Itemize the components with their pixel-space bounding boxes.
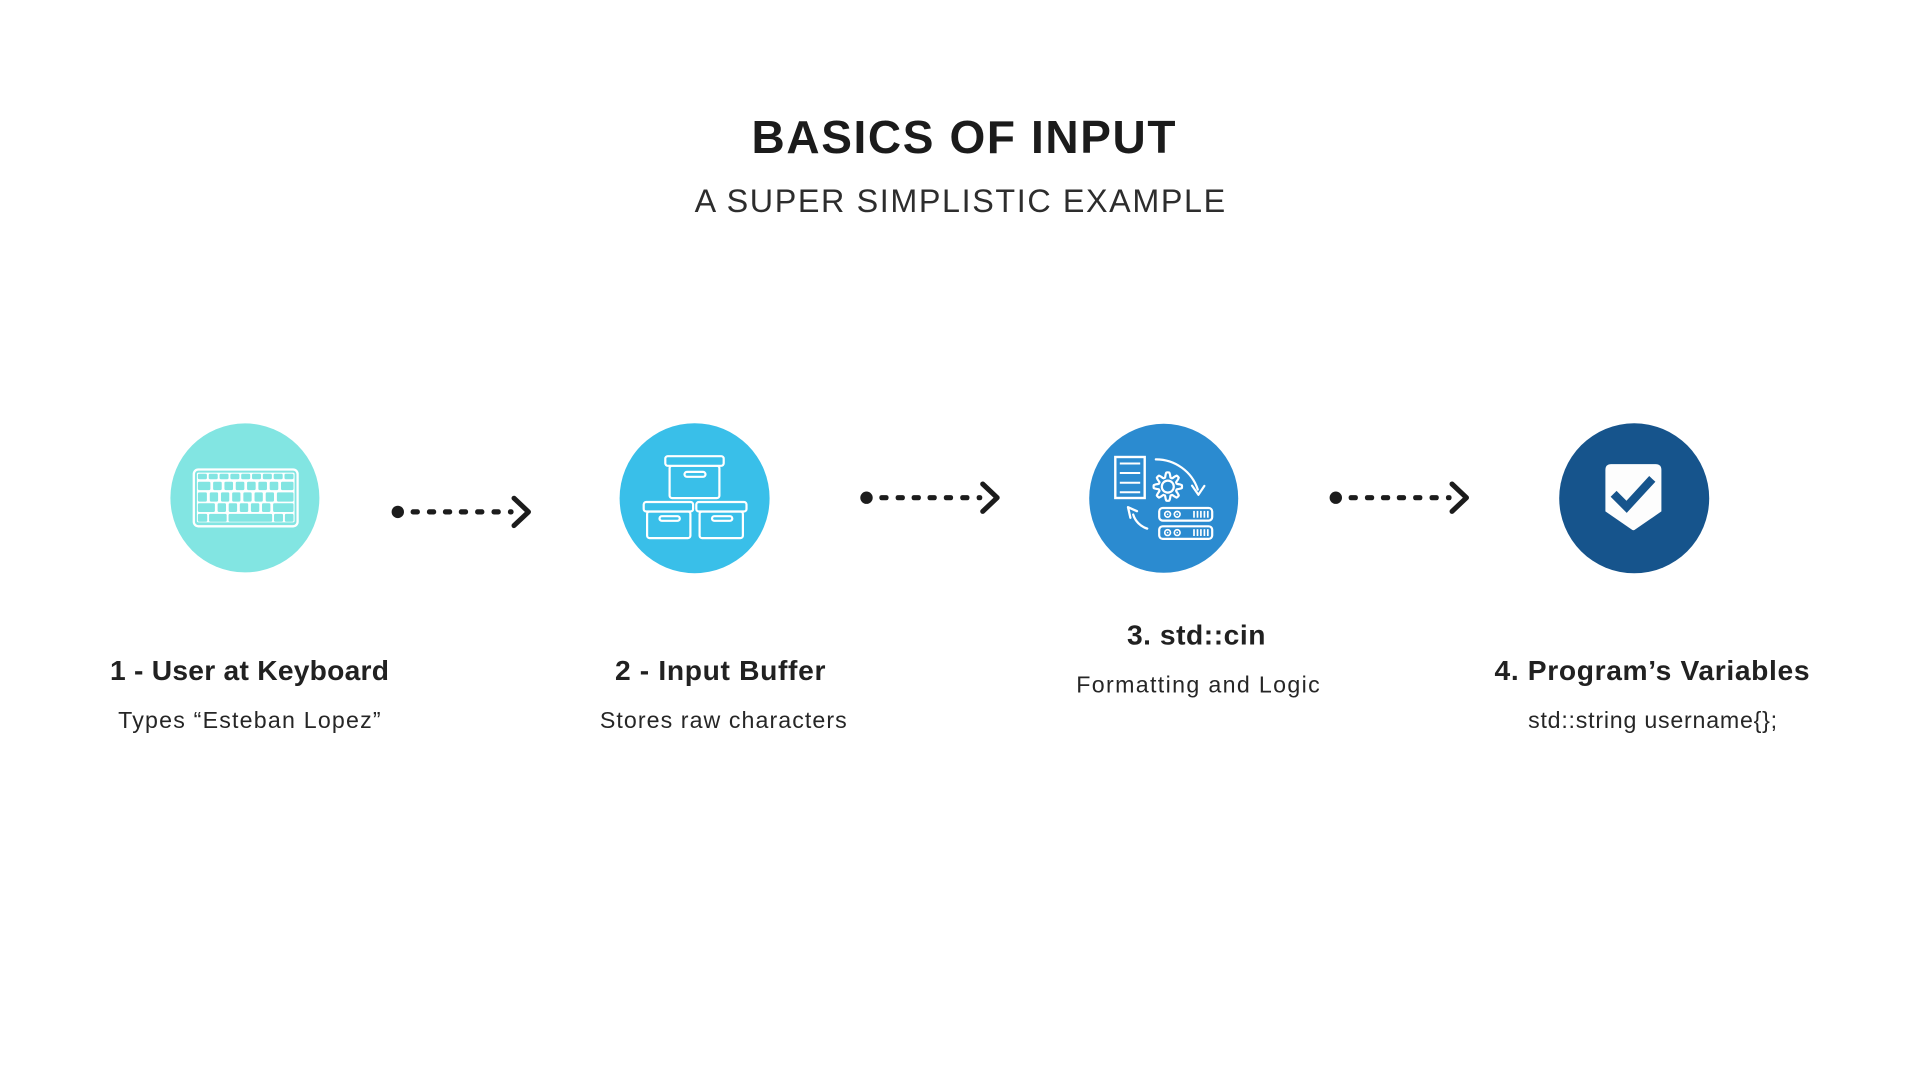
svg-text:4. Program’s Variables: 4. Program’s Variables	[1495, 654, 1810, 686]
svg-text:std::string username{};: std::string username{};	[1528, 707, 1777, 733]
svg-text:BASICS OF INPUT: BASICS OF INPUT	[752, 111, 1176, 163]
svg-text:1 - User at Keyboard: 1 - User at Keyboard	[110, 654, 389, 686]
svg-text:Types “Esteban Lopez”: Types “Esteban Lopez”	[118, 707, 381, 733]
svg-text:Formatting and Logic: Formatting and Logic	[1076, 671, 1320, 697]
svg-text:3. std::cin: 3. std::cin	[1127, 619, 1266, 651]
svg-text:Stores raw characters: Stores raw characters	[600, 707, 847, 733]
svg-text:2 - Input Buffer: 2 - Input Buffer	[615, 654, 826, 686]
svg-text:A SUPER SIMPLISTIC EXAMPLE: A SUPER SIMPLISTIC EXAMPLE	[695, 183, 1226, 219]
